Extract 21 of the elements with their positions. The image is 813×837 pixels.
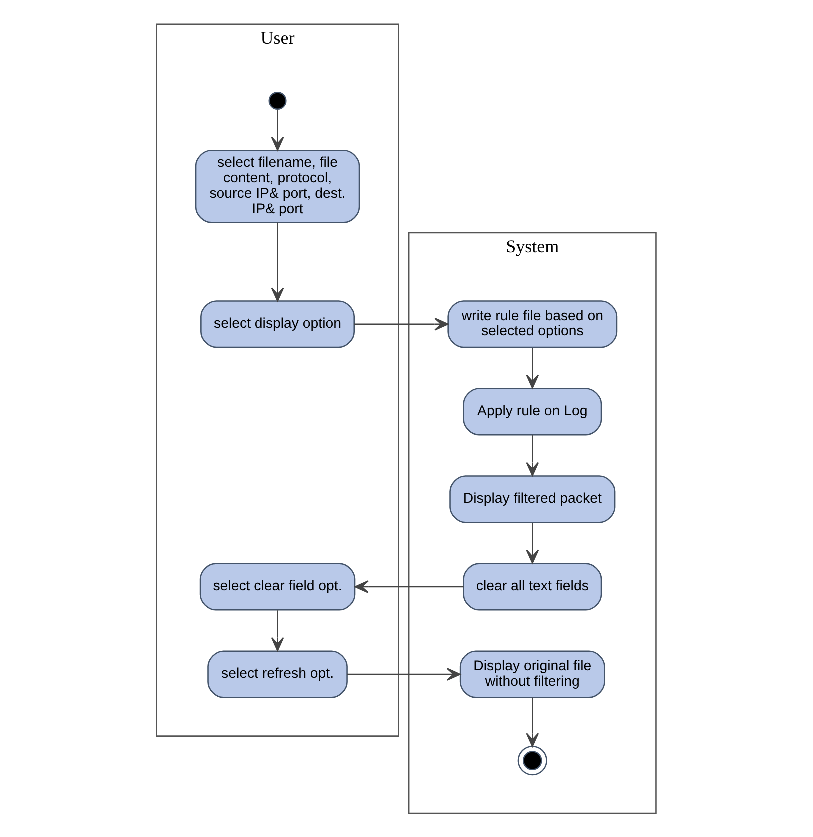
node-box: select refresh opt. xyxy=(208,650,348,698)
arrow xyxy=(526,348,540,388)
arrow xyxy=(526,697,540,747)
node-box: Display filtered packet xyxy=(450,475,616,523)
node-bullseye xyxy=(518,745,548,776)
node-box: Display original file without filtering xyxy=(460,650,606,698)
arrow xyxy=(271,222,284,302)
node-box: select filename, file content, protocol, source IP& port, dest. IP& port xyxy=(195,149,360,223)
arrow xyxy=(271,109,284,150)
node-box: clear all text fields xyxy=(463,562,602,610)
arrow xyxy=(347,668,461,680)
arrow xyxy=(354,580,464,593)
arrow xyxy=(526,435,540,476)
node-circle xyxy=(268,92,287,110)
arrow xyxy=(526,522,540,564)
arrow xyxy=(354,317,449,330)
arrow xyxy=(271,610,284,651)
node-box: write rule file based on selected options xyxy=(448,300,618,348)
node-box: Apply rule on Log xyxy=(463,388,602,436)
node-box: select clear field opt. xyxy=(200,562,356,610)
node-box: select display option xyxy=(200,300,355,348)
